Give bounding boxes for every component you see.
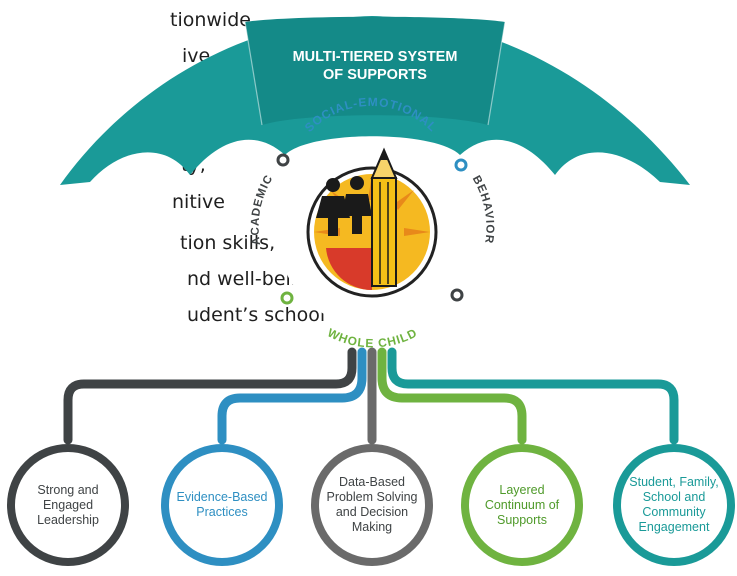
pillar-circle <box>7 444 129 566</box>
paragraph-line: udent’s school <box>187 304 326 326</box>
pillar-circle <box>311 444 433 566</box>
pillar-circle <box>161 444 283 566</box>
pillar-label-layered-continuum: Layered Continuum of Supports <box>484 482 560 527</box>
ring-dot-icon <box>276 153 290 167</box>
behavior-label: BEHAVIOR <box>470 174 496 245</box>
pillar-label-leadership: Strong and Engaged Leadership <box>37 482 99 527</box>
pillar-label-data-based: Data-Based Problem Solving and Decision … <box>326 475 418 534</box>
pillar-circle <box>461 444 583 566</box>
umbrella-title-line: MULTI-TIERED SYSTEM <box>292 49 458 65</box>
ring-dot-icon <box>280 291 294 305</box>
children-icon <box>316 176 372 236</box>
umbrella-title: MULTI-TIERED SYSTEM OF SUPPORTS <box>255 48 495 84</box>
pillar-circle <box>613 444 735 566</box>
paragraph-line: tionwide <box>170 9 251 31</box>
umbrella-top-panel <box>245 16 505 125</box>
ring-dot-icon <box>450 288 464 302</box>
paragraph-line: nitive <box>172 191 225 213</box>
academic-label: ACADEMIC <box>250 173 276 246</box>
pillar-label-engagement: Student, Family, School and Community En… <box>629 475 719 534</box>
whole-child-label: WHOLE CHILD <box>325 325 419 350</box>
ring-dot-icon <box>454 158 468 172</box>
pillar-label-evidence-based: Evidence-Based Practices <box>176 490 268 519</box>
umbrella-title-line: OF SUPPORTS <box>323 67 427 83</box>
umbrella-handle <box>63 347 679 445</box>
